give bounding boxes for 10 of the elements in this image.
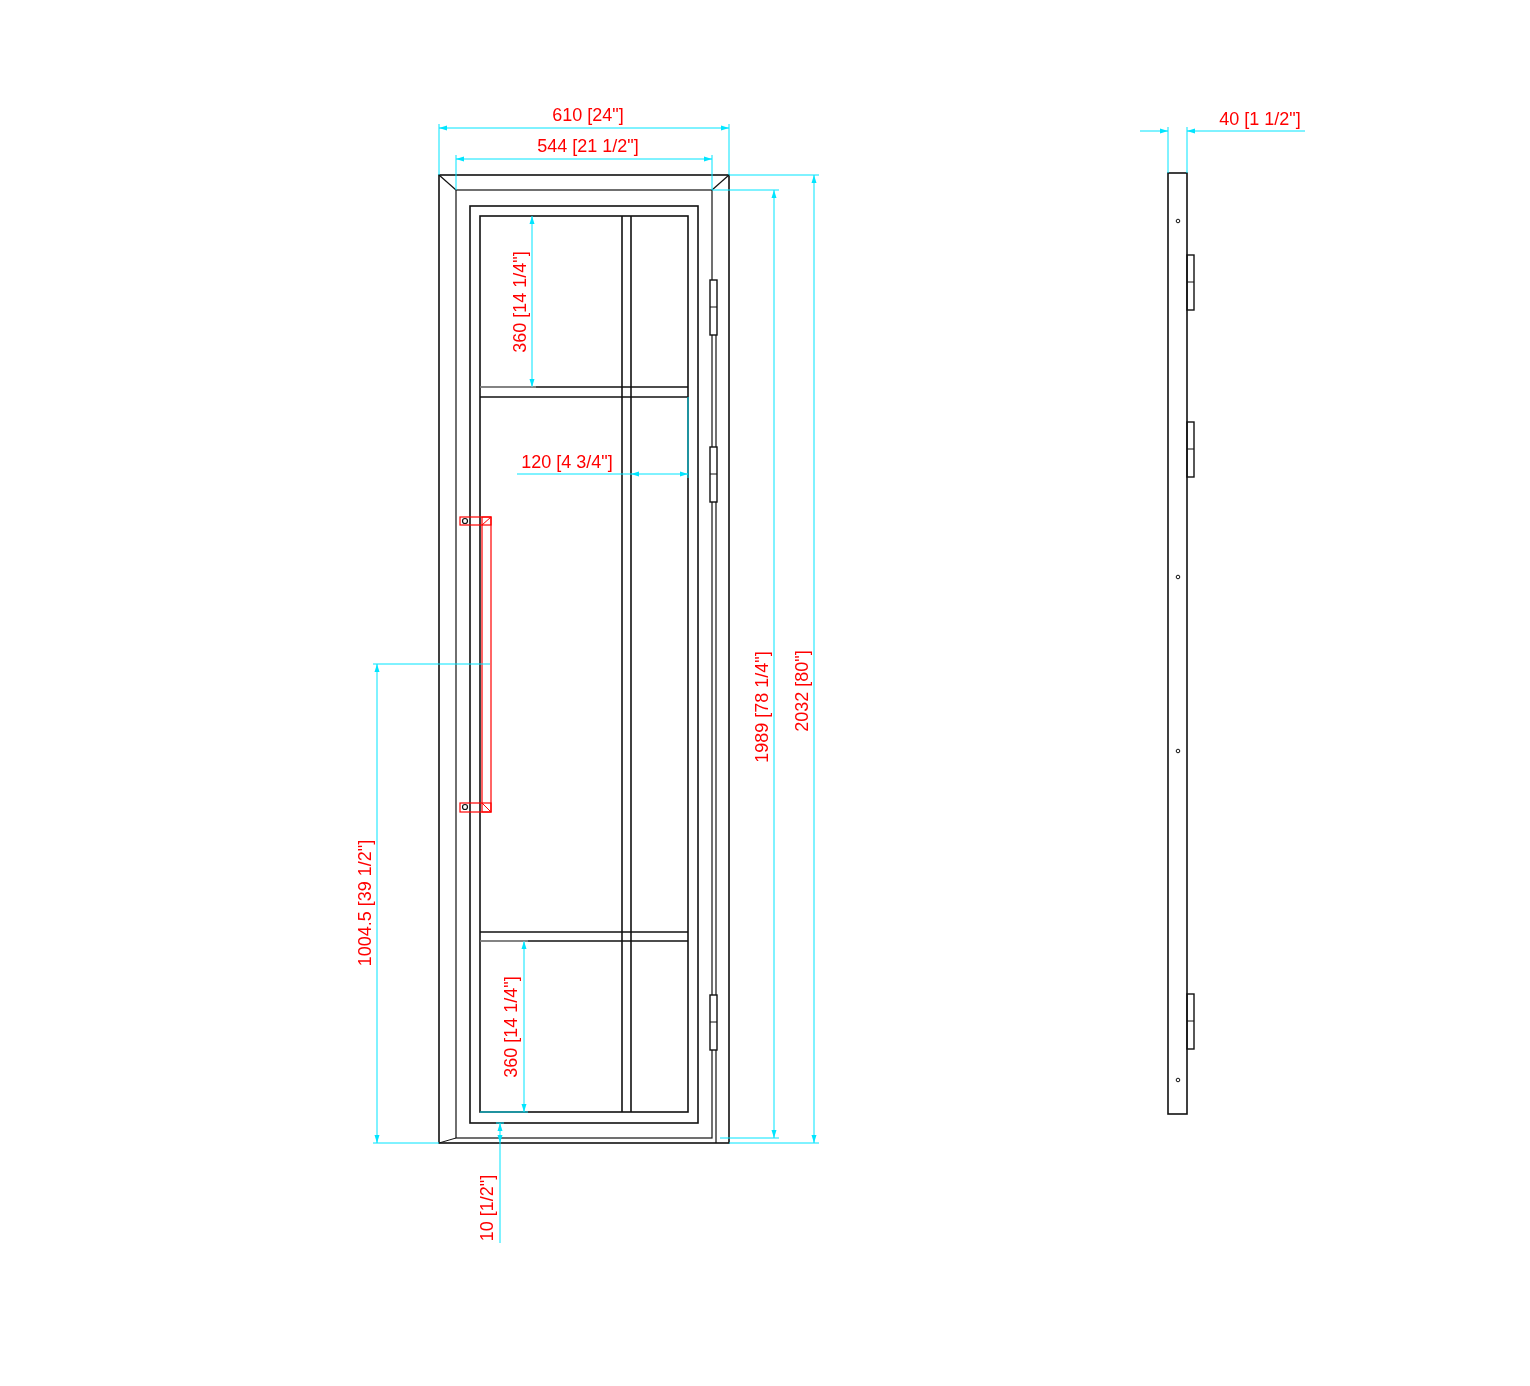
dimension-label: 120 [4 3/4"] <box>521 453 613 473</box>
dimension-label: 610 [24"] <box>552 106 624 126</box>
dimension-label: 2032 [80"] <box>793 650 813 732</box>
dimension-label: 10 [1/2"] <box>478 1174 498 1242</box>
dimension-label: 360 [14 1/4"] <box>511 251 531 353</box>
dimension-label: 360 [14 1/4"] <box>502 976 522 1078</box>
dimension-label: 40 [1 1/2"] <box>1219 110 1301 130</box>
dimension-label: 1004.5 [39 1/2"] <box>356 839 376 967</box>
dimension-label: 544 [21 1/2"] <box>537 137 639 157</box>
dimension-label: 1989 [78 1/4"] <box>753 651 773 763</box>
